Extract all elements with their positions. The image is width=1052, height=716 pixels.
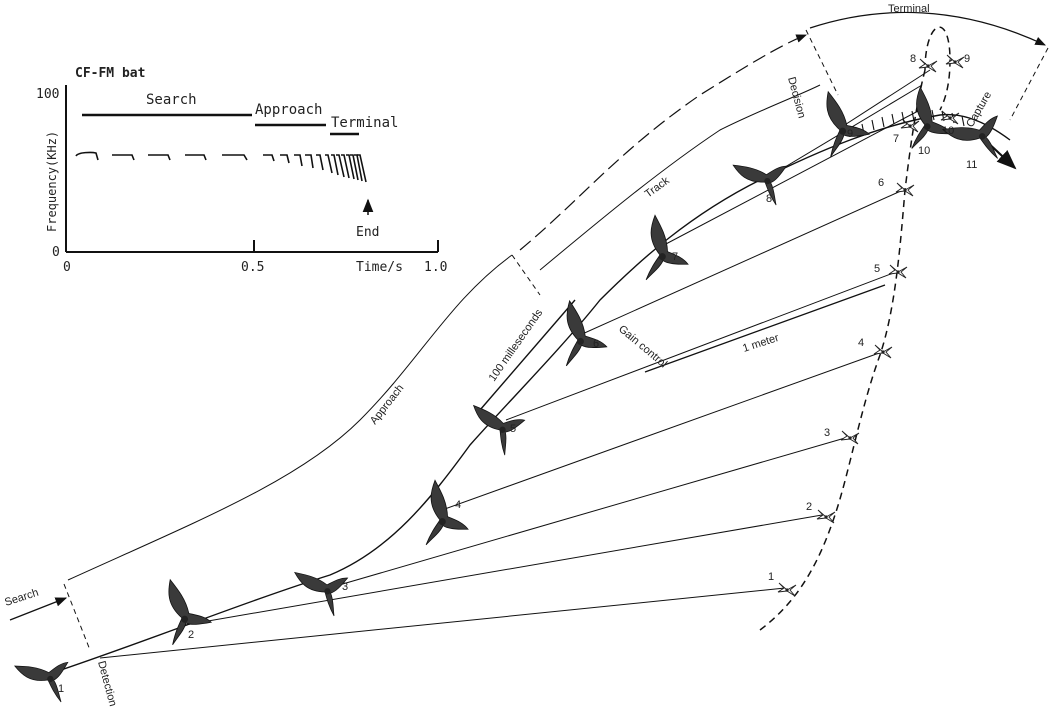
insect-label-4: 4 <box>858 337 864 349</box>
detection-label: Detection <box>95 660 119 708</box>
insect-label-2: 2 <box>806 501 812 513</box>
inset-y-tick-100: 100 <box>36 87 59 102</box>
insect-label-10: 10 <box>942 125 954 137</box>
inset-end-label: End <box>356 225 379 240</box>
terminal-label: Terminal <box>888 3 930 15</box>
bat-label-7: 7 <box>672 251 678 263</box>
moth-icon <box>816 509 836 524</box>
flight-diagram: 1 2 3 4 5 6 7 8 9 10 11 1 2 3 4 5 6 7 8 … <box>3 3 1049 708</box>
insect-label-8: 8 <box>910 53 916 65</box>
moth-icon <box>777 582 797 597</box>
insect-label-7: 7 <box>893 133 899 145</box>
inset-call-sequence <box>75 151 367 183</box>
bat-icon <box>725 145 794 206</box>
insect-label-1: 1 <box>768 571 774 583</box>
insect-label-5: 5 <box>874 263 880 275</box>
track-dashed-arc <box>519 34 808 251</box>
capture-divider <box>1009 47 1049 121</box>
inset-approach-label: Approach <box>255 102 322 118</box>
bat-label-1: 1 <box>58 683 64 695</box>
inset-terminal-label: Terminal <box>331 115 398 131</box>
detection-divider <box>63 583 91 651</box>
decision-label: Decision <box>785 76 808 120</box>
bat-icon <box>634 210 690 281</box>
time-scale-bar <box>479 299 576 411</box>
bat-label-9: 9 <box>847 128 853 140</box>
insect-flight-path <box>759 69 926 631</box>
bat-label-6: 6 <box>593 338 599 350</box>
bat-label-3: 3 <box>342 581 348 593</box>
search-label: Search <box>3 587 40 609</box>
track-label: Track <box>643 175 672 201</box>
moth-icon <box>945 54 965 69</box>
approach-divider <box>511 254 541 296</box>
bat-label-11: 11 <box>966 159 977 171</box>
gain-control-label: Gain control <box>616 323 669 370</box>
bat-label-4: 4 <box>455 499 461 511</box>
inset-chart: CF-FM bat 100 0 0 0.5 1.0 Time/s Frequen… <box>36 66 447 275</box>
terminal-arrow <box>809 11 1046 46</box>
insect-number-labels: 1 2 3 4 5 6 7 8 9 10 <box>768 53 970 583</box>
inset-x-tick-0: 0 <box>63 260 71 275</box>
bat-label-8: 8 <box>766 193 772 205</box>
approach-label: Approach <box>368 382 406 426</box>
inset-x-axis-label: Time/s <box>356 260 403 275</box>
bat-number-labels: 1 2 3 4 5 6 7 8 9 10 11 <box>58 128 977 695</box>
inset-y-tick-0: 0 <box>52 245 60 260</box>
approach-arc <box>67 254 513 581</box>
bat-icon <box>414 475 470 546</box>
bat-figures <box>8 82 1006 703</box>
insect-loop-path <box>924 26 951 111</box>
distance-scale-bar <box>644 284 886 373</box>
sight-lines <box>99 69 931 659</box>
inset-search-label: Search <box>146 92 197 108</box>
track-arc <box>539 84 821 271</box>
decision-divider <box>805 29 839 96</box>
bat-icon <box>8 645 76 703</box>
bat-label-5: 5 <box>510 423 516 435</box>
bat-icon <box>461 388 531 456</box>
inset-x-tick-0-5: 0.5 <box>241 260 264 275</box>
moth-icon <box>918 58 938 73</box>
bat-flight-path <box>54 113 1011 673</box>
insect-label-3: 3 <box>824 427 830 439</box>
insect-label-6: 6 <box>878 177 884 189</box>
inset-y-axis-label: Frequency(KHz) <box>45 131 59 232</box>
search-arrow <box>9 597 68 621</box>
inset-title: CF-FM bat <box>75 66 145 81</box>
bat-icon <box>549 294 610 367</box>
inset-x-tick-1-0: 1.0 <box>424 260 447 275</box>
bat-label-10: 10 <box>918 145 930 157</box>
bat-label-2: 2 <box>188 629 194 641</box>
insect-label-9: 9 <box>964 53 970 65</box>
